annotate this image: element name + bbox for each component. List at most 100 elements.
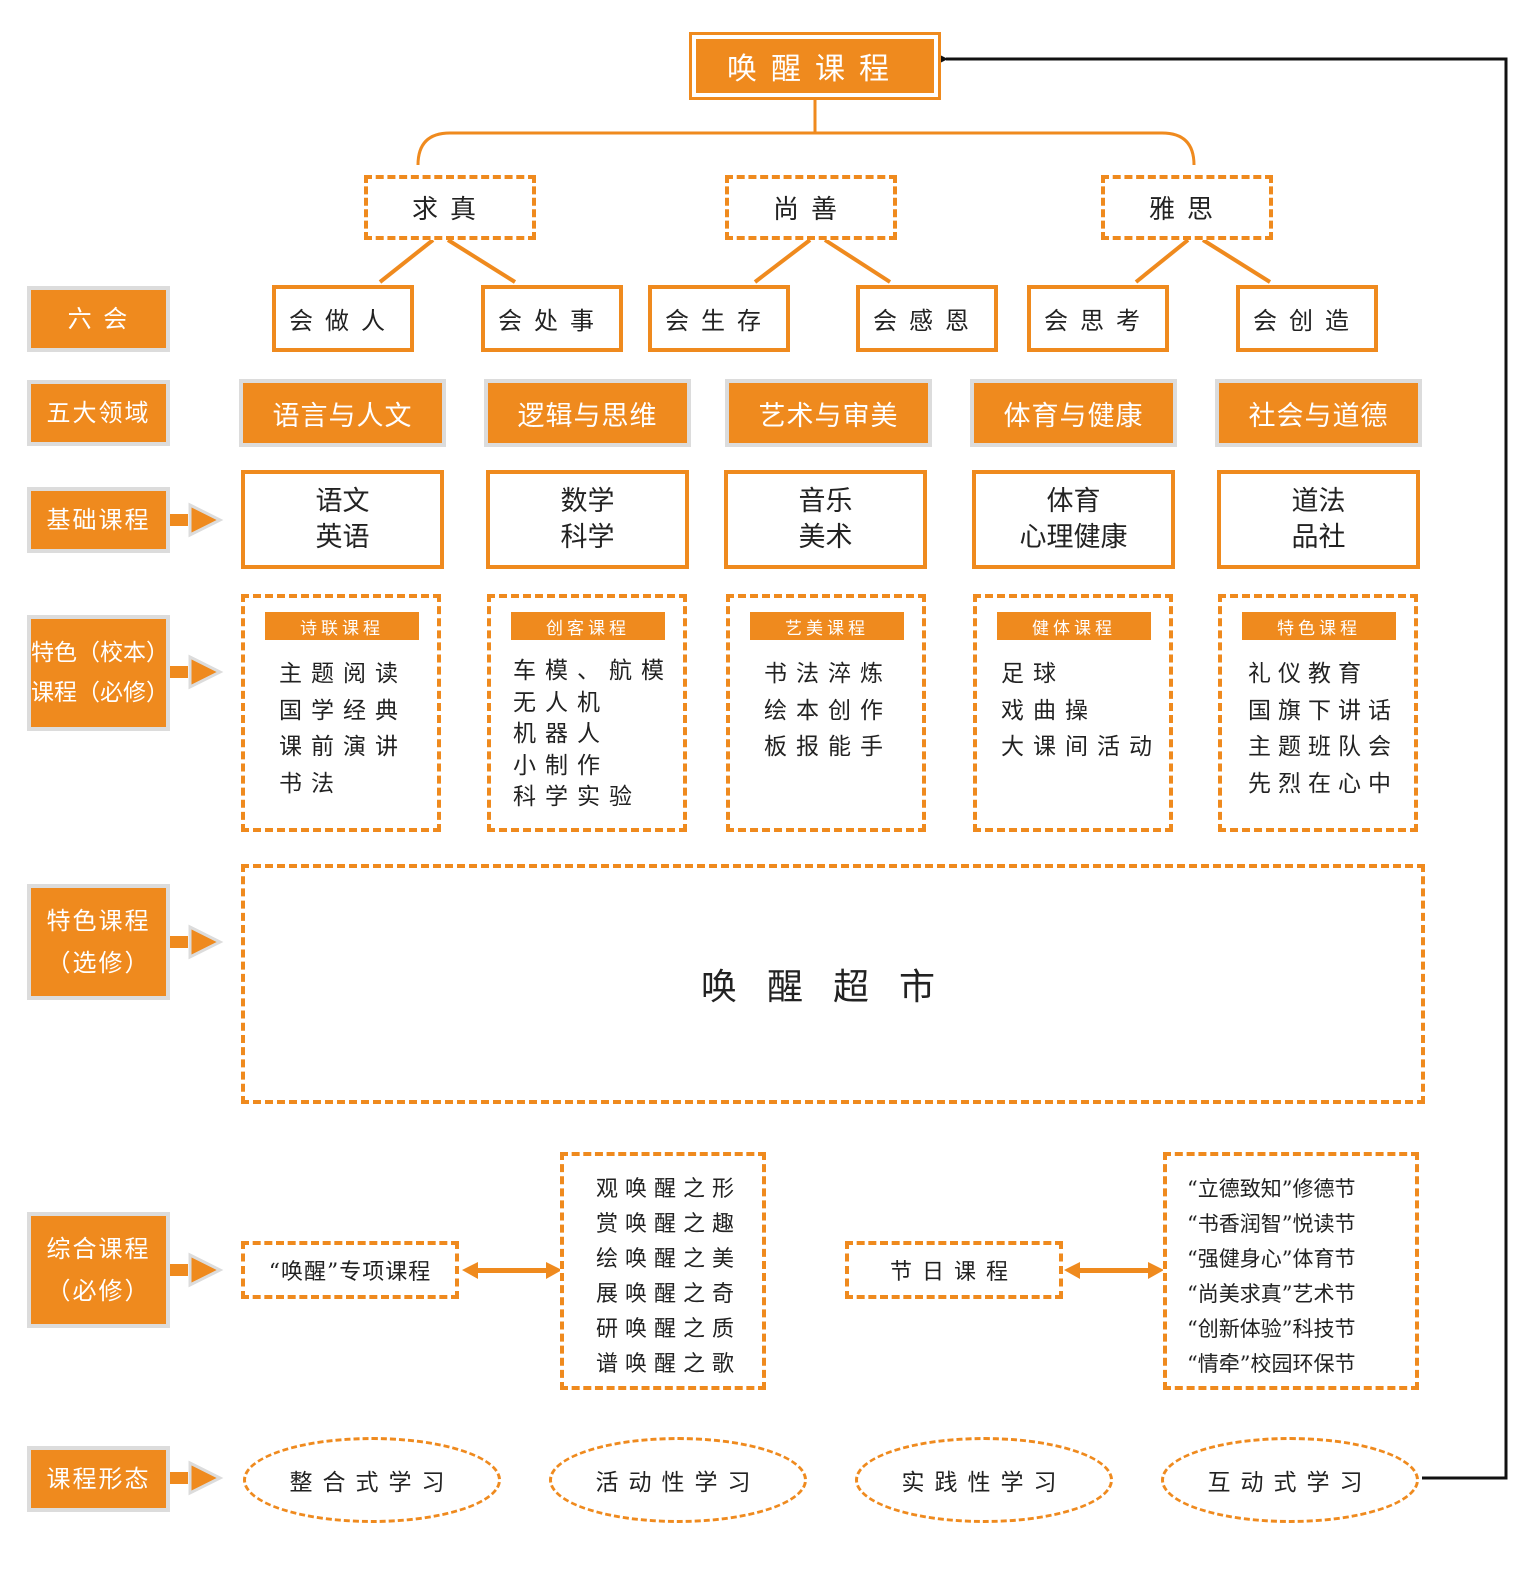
double-arrows	[462, 1262, 1164, 1279]
feature-course-list: 足球 戏曲操 大课间活动	[1001, 656, 1161, 766]
label-five-domains: 五大领域	[31, 384, 166, 442]
label-line: 特色课程	[46, 907, 151, 935]
activity-item: 谱唤醒之歌	[596, 1352, 742, 1377]
feedback-loop-arrow	[936, 53, 1508, 1480]
feature-course-item: 礼仪教育	[1248, 661, 1368, 687]
feature-course-item: 先烈在心中	[1248, 770, 1398, 797]
festival-item: “立德致知”修德节	[1187, 1177, 1356, 1201]
activity-item: 赏唤醒之趣	[596, 1212, 742, 1237]
base-course-item: 科学	[560, 521, 615, 553]
festival-list-box: “立德致知”修德节 “书香润智”悦读节 “强健身心”体育节 “尚美求真”艺术节 …	[1163, 1152, 1419, 1390]
base-course-box: 道法 品社	[1217, 470, 1420, 569]
title-box: 唤醒课程	[689, 32, 941, 100]
feature-course-item: 小制作	[513, 752, 609, 779]
base-course-item: 道法	[1291, 486, 1346, 518]
base-course-item: 心理健康	[1019, 521, 1128, 553]
label-line: 综合课程	[46, 1235, 151, 1263]
skill-box: 会生存	[648, 285, 790, 352]
feature-course-header: 特色课程	[1242, 612, 1396, 640]
label-six-skills: 六 会	[31, 290, 166, 348]
label-line: （必修）	[46, 1277, 151, 1305]
festival-item: “强健身心”体育节	[1187, 1247, 1356, 1271]
label-elective-courses: 特色课程 （选修）	[31, 888, 166, 996]
label-comprehensive-courses: 综合课程 （必修）	[31, 1216, 166, 1324]
feature-course-item: 车模、航模	[513, 658, 673, 684]
value-label: 雅思	[1148, 195, 1225, 225]
title-connector	[416, 100, 1196, 166]
feature-course-box: 健体课程 足球 戏曲操 大课间活动	[973, 594, 1173, 832]
festival-item: “情牵”校园环保节	[1187, 1352, 1356, 1376]
form-oval: 活动性学习	[549, 1437, 807, 1523]
feature-course-box: 特色课程 礼仪教育 国旗下讲话 主题班队会 先烈在心中	[1218, 594, 1418, 832]
feature-course-list: 书法淬炼 绘本创作 板报能手	[764, 656, 892, 766]
domain-box: 体育与健康	[974, 383, 1173, 443]
base-course-item: 英语	[315, 521, 370, 553]
festival-item: “创新体验”科技节	[1187, 1317, 1356, 1341]
special-course-box: “唤醒”专项课程	[241, 1241, 459, 1299]
skill-box: 会思考	[1027, 285, 1169, 352]
feature-course-list: 车模、航模 无人机 机器人 小制作 科学实验	[513, 656, 673, 814]
label-feature-courses: 特色（校本） 课程（必修）	[31, 619, 169, 727]
skill-box: 会感恩	[856, 285, 998, 352]
activity-list-box: 观唤醒之形 赏唤醒之趣 绘唤醒之美 展唤醒之奇 研唤醒之质 谱唤醒之歌	[560, 1152, 766, 1390]
base-course-item: 体育	[1046, 486, 1101, 518]
feature-course-item: 国学经典	[279, 697, 407, 724]
label-line: 课程（必修）	[31, 680, 169, 706]
label-arrows	[170, 502, 224, 1496]
festival-course-box: 节日课程	[845, 1241, 1063, 1299]
value-box-1: 求真	[364, 175, 536, 240]
feature-course-item: 板报能手	[764, 734, 892, 760]
festival-course-label: 节日课程	[889, 1260, 1018, 1285]
activity-item: 观唤醒之形	[596, 1177, 742, 1202]
skill-box: 会处事	[481, 285, 623, 352]
feature-course-item: 科学实验	[513, 784, 641, 810]
form-oval: 实践性学习	[855, 1437, 1113, 1523]
value-label: 尚善	[772, 195, 849, 225]
label-base-courses: 基础课程	[31, 491, 166, 549]
elective-market-box: 唤醒超市	[241, 864, 1425, 1104]
skill-box: 会创造	[1236, 285, 1378, 352]
form-oval: 整合式学习	[243, 1437, 501, 1523]
base-course-box: 数学 科学	[486, 470, 689, 569]
base-course-item: 美术	[798, 521, 853, 553]
feature-course-header: 诗联课程	[265, 612, 419, 640]
feature-course-item: 无人机	[513, 689, 609, 716]
feature-course-box: 创客课程 车模、航模 无人机 机器人 小制作 科学实验	[487, 594, 687, 832]
feature-course-item: 书法淬炼	[764, 661, 892, 687]
feature-course-item: 戏曲操	[1001, 697, 1097, 724]
domain-box: 语言与人文	[243, 383, 442, 443]
base-course-box: 语文 英语	[241, 470, 444, 569]
feature-course-list: 主题阅读 国学经典 课前演讲 书法	[279, 656, 407, 802]
feature-course-item: 大课间活动	[1001, 734, 1161, 760]
feature-course-item: 主题班队会	[1248, 734, 1398, 760]
feature-course-list: 礼仪教育 国旗下讲话 主题班队会 先烈在心中	[1248, 656, 1398, 802]
feature-course-item: 机器人	[513, 721, 609, 747]
feature-course-box: 艺美课程 书法淬炼 绘本创作 板报能手	[726, 594, 926, 832]
value-box-2: 尚善	[725, 175, 897, 240]
feature-course-header: 创客课程	[511, 612, 665, 640]
domain-box: 艺术与审美	[729, 383, 928, 443]
title-text: 唤醒课程	[696, 39, 934, 93]
feature-course-item: 国旗下讲话	[1248, 697, 1398, 724]
label-line: （选修）	[46, 949, 151, 977]
base-course-box: 体育 心理健康	[972, 470, 1175, 569]
festival-item: “书香润智”悦读节	[1187, 1212, 1356, 1236]
label-line: 特色（校本）	[31, 639, 169, 666]
value-box-3: 雅思	[1101, 175, 1273, 240]
label-course-forms: 课程形态	[31, 1450, 166, 1508]
base-course-item: 数学	[560, 486, 615, 518]
activity-list: 观唤醒之形 赏唤醒之趣 绘唤醒之美 展唤醒之奇 研唤醒之质 谱唤醒之歌	[596, 1172, 741, 1382]
festival-list: “立德致知”修德节 “书香润智”悦读节 “强健身心”体育节 “尚美求真”艺术节 …	[1187, 1172, 1355, 1382]
base-course-item: 音乐	[798, 486, 853, 518]
special-course-label: “唤醒”专项课程	[268, 1260, 432, 1285]
skill-box: 会做人	[272, 285, 414, 352]
activity-item: 展唤醒之奇	[596, 1282, 742, 1307]
form-oval: 互动式学习	[1161, 1437, 1419, 1523]
feature-course-header: 健体课程	[997, 612, 1151, 640]
base-course-item: 语文	[315, 486, 370, 518]
value-label: 求真	[411, 195, 488, 225]
activity-item: 绘唤醒之美	[596, 1247, 742, 1272]
value-skill-connectors	[378, 238, 1272, 284]
feature-course-header: 艺美课程	[750, 612, 904, 640]
